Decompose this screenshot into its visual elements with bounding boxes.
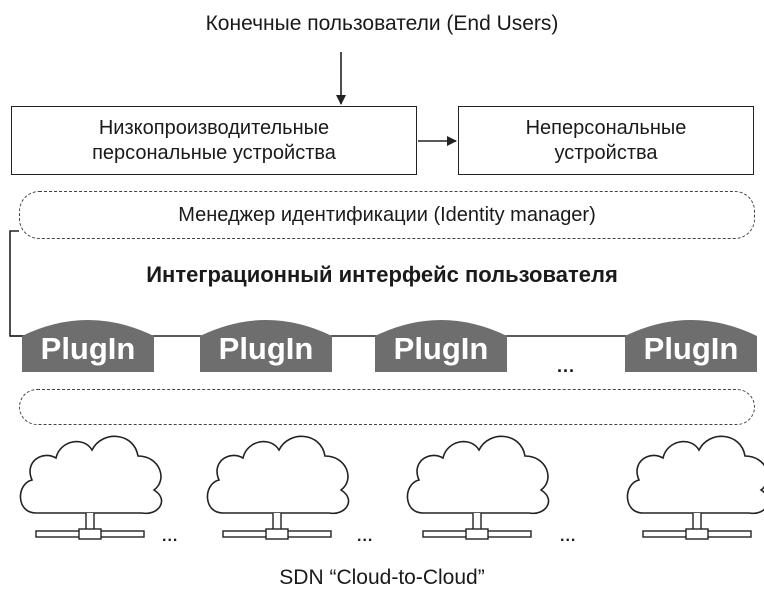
- plugin-label-1: PlugIn: [40, 331, 136, 366]
- cloud-node-2: [206, 435, 350, 540]
- low-performance-devices-box: Низкопроизводительные персональные устро…: [11, 106, 417, 175]
- plugin-shape-3: [375, 320, 507, 372]
- cloud-node-1: [19, 435, 163, 540]
- identity-manager-box: Менеджер идентификации (Identity manager…: [19, 191, 755, 239]
- plugin-shape-4: [625, 320, 757, 372]
- sdn-cloud-title: SDN “Cloud-to-Cloud”: [279, 566, 485, 589]
- cloud-node-4: [626, 435, 764, 540]
- nonpersonal-line1: Неперсональные: [525, 116, 687, 139]
- bottom-dashed-box: [19, 389, 755, 425]
- nonpersonal-devices-box: Неперсональные устройства: [458, 106, 754, 175]
- plugin-label-4: PlugIn: [643, 331, 739, 366]
- identity-manager-label: Менеджер идентификации (Identity manager…: [178, 203, 596, 226]
- end-users-title: Конечные пользователи (End Users): [205, 12, 559, 35]
- plugins-ellipsis: ...: [557, 356, 576, 376]
- clouds-ellipsis-1: ...: [162, 528, 179, 545]
- low-perf-line2: персональные устройства: [92, 141, 336, 164]
- nonpersonal-line2: устройства: [554, 141, 658, 164]
- clouds-ellipsis-3: ...: [560, 528, 577, 545]
- integration-interface-title: Интеграционный интерфейс пользователя: [146, 262, 618, 287]
- plugin-shape-2: [200, 320, 332, 372]
- low-perf-line1: Низкопроизводительные: [98, 116, 330, 139]
- plugin-label-2: PlugIn: [218, 331, 314, 366]
- plugin-shape-1: [22, 320, 154, 372]
- plugin-label-3: PlugIn: [393, 331, 489, 366]
- cloud-node-3: [406, 435, 550, 540]
- clouds-ellipsis-2: ...: [357, 528, 374, 545]
